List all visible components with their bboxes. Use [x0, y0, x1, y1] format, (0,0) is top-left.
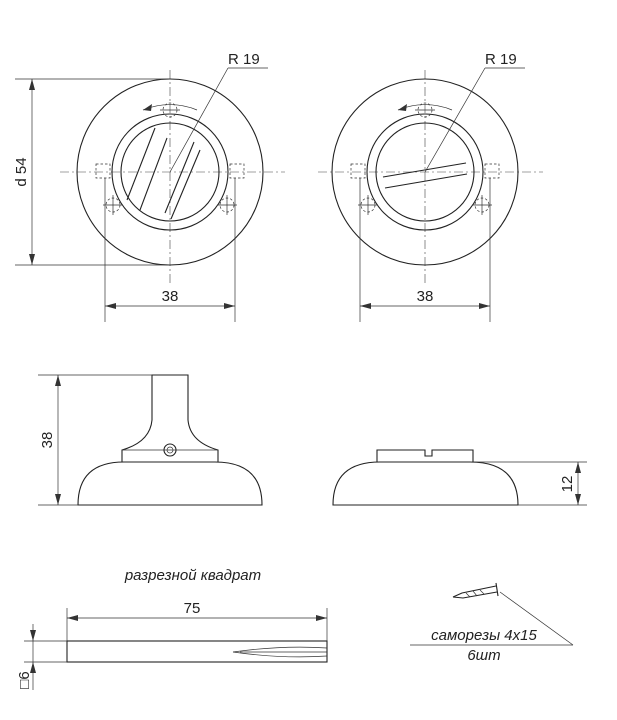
length-label: 75 [184, 600, 201, 617]
screw-view: саморезы 4х15 6шт [410, 582, 574, 664]
side-view-left: 38 [38, 374, 263, 506]
height-label-right: 12 [559, 476, 576, 493]
knob-circle [120, 122, 220, 222]
screws-count-label: 6шт [467, 647, 500, 664]
height-label-left: 38 [39, 432, 56, 449]
front-view-left: R 19 d 54 38 [13, 51, 285, 322]
width-label-left: 38 [162, 288, 179, 305]
width-label-right: 38 [417, 288, 434, 305]
rosette-boss-circle [111, 113, 229, 231]
diameter-label: d 54 [13, 157, 30, 186]
side-view-right: 12 [332, 449, 587, 506]
square-bar-title: разрезной квадрат [124, 567, 261, 584]
radius-label-right: R 19 [485, 51, 517, 68]
front-view-right: R 19 38 [318, 51, 543, 322]
section-label: □6 [16, 671, 33, 688]
screws-label: саморезы 4х15 [431, 627, 537, 644]
radius-label-left: R 19 [228, 51, 260, 68]
square-bar-view: разрезной квадрат 75 □6 [16, 567, 328, 690]
